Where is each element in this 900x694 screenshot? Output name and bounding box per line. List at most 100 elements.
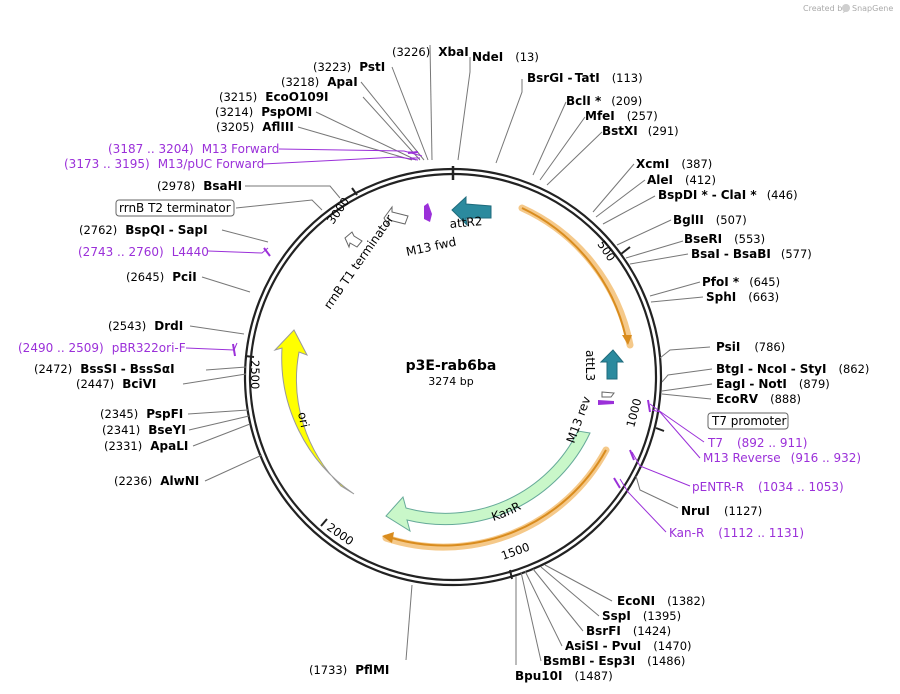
- rrnb-t2-terminator-box[interactable]: [115, 199, 235, 217]
- svg-text:BsrFI(1424): BsrFI (1424): [586, 624, 671, 638]
- bseyi-name[interactable]: BseYI: [148, 423, 186, 437]
- bcivi-pos: (2447): [76, 377, 114, 391]
- pflmi-name[interactable]: PflMI: [355, 663, 389, 677]
- tick-2500: 2500: [248, 360, 262, 389]
- orf-arc-upper: [521, 207, 627, 339]
- psii-name[interactable]: PsiI: [716, 340, 740, 354]
- xcmi-name[interactable]: XcmI: [636, 157, 669, 171]
- bsrgi-name[interactable]: BsrGI: [527, 71, 564, 85]
- svg-text:(2762)BspQI-SapI: (2762)BspQI-SapI: [79, 223, 208, 237]
- esp3i-name[interactable]: Esp3I: [598, 654, 635, 668]
- styi-name[interactable]: StyI: [800, 362, 827, 376]
- btgi-pos: (862): [838, 362, 869, 376]
- m13-rev-feature: [598, 400, 614, 405]
- bcli-pos: (209): [611, 94, 642, 108]
- ecoo109i-pos: (3215): [219, 90, 257, 104]
- bcivi-name[interactable]: BciVI: [122, 377, 156, 391]
- sspi-name[interactable]: SspI: [602, 609, 631, 623]
- pvui-name[interactable]: PvuI: [612, 639, 642, 653]
- apali-name[interactable]: ApaLI: [150, 439, 188, 453]
- attr2-feature: [451, 195, 492, 227]
- nrui-pos: (1127): [724, 504, 762, 518]
- bstxi-name[interactable]: BstXI: [602, 124, 638, 138]
- ecoo109i-name[interactable]: EcoO109I: [265, 90, 328, 104]
- tick-500: 500: [595, 238, 619, 264]
- bsabi-name[interactable]: BsaBI: [733, 247, 771, 261]
- sapi-name[interactable]: SapI: [178, 223, 208, 237]
- orf-highlight-lower: [382, 446, 610, 551]
- svg-text:BseRI(553): BseRI(553): [684, 232, 765, 246]
- bsai-pos: (577): [781, 247, 812, 261]
- nrui-name[interactable]: NruI: [681, 504, 710, 518]
- bsrfi-name[interactable]: BsrFI: [586, 624, 621, 638]
- alei-name[interactable]: AleI: [647, 173, 673, 187]
- svg-text:(1733)PflMI: (1733)PflMI: [309, 663, 389, 677]
- svg-text:(2543)DrdI: (2543)DrdI: [108, 319, 183, 333]
- kanr-primer-name[interactable]: Kan-R: [669, 526, 704, 540]
- bseri-name[interactable]: BseRI: [684, 232, 722, 246]
- bspdi-name[interactable]: BspDI *: [658, 188, 708, 202]
- ndei-name[interactable]: NdeI: [472, 50, 503, 64]
- bsmbi-name[interactable]: BsmBI: [543, 654, 585, 668]
- bpu10i-name[interactable]: Bpu10I: [515, 669, 562, 683]
- bsahi-name[interactable]: BsaHI: [203, 179, 242, 193]
- svg-text:(2236)AlwNI: (2236) AlwNI: [114, 474, 199, 488]
- svg-text:(2472)BssSI-BssSαI: (2472)BssSI-BssSαI: [34, 362, 175, 376]
- svg-text:BglII(507): BglII (507): [673, 213, 747, 227]
- ring-ticks: [244, 166, 665, 580]
- right-primer-leaders: [232, 151, 705, 533]
- alwni-name[interactable]: AlwNI: [160, 474, 199, 488]
- kanr-feature: [385, 430, 591, 533]
- psti-name[interactable]: PstI: [359, 60, 385, 74]
- alwni-pos: (2236): [114, 474, 152, 488]
- svg-text:(3173 .. 3195)M13/pUC Forward: (3173 .. 3195)M13/pUC Forward: [64, 157, 264, 171]
- t7-promoter-box[interactable]: [707, 412, 789, 430]
- eagi-name[interactable]: EagI: [716, 377, 745, 391]
- bcli-name[interactable]: BclI *: [566, 94, 602, 108]
- afliii-name[interactable]: AflIII: [262, 120, 294, 134]
- m13fwd-primer-name[interactable]: M13 Forward: [202, 142, 280, 156]
- pfoi-name[interactable]: PfoI *: [702, 275, 740, 289]
- m13rev-primer-name[interactable]: M13 Reverse: [703, 451, 781, 465]
- btgi-name[interactable]: BtgI: [716, 362, 744, 376]
- svg-text:M13 Reverse(916 .. 932): M13 Reverse(916 .. 932): [703, 451, 861, 465]
- m13puc-primer-name[interactable]: M13/pUC Forward: [158, 157, 265, 171]
- svg-text:MfeI(257): MfeI(257): [585, 109, 658, 123]
- drdi-name[interactable]: DrdI: [154, 319, 183, 333]
- sphi-name[interactable]: SphI: [706, 290, 736, 304]
- bglii-name[interactable]: BglII: [673, 213, 704, 227]
- apai-pos: (3218): [281, 75, 319, 89]
- mfei-name[interactable]: MfeI: [585, 109, 615, 123]
- l4440-primer-name[interactable]: L4440: [172, 245, 209, 259]
- ncoi-name[interactable]: NcoI: [757, 362, 787, 376]
- ecorv-name[interactable]: EcoRV: [716, 392, 759, 406]
- bssssai-name[interactable]: BssSαI: [130, 362, 175, 376]
- bsssi-name[interactable]: BssSI: [80, 362, 117, 376]
- pspomi-name[interactable]: PspOMI: [261, 105, 312, 119]
- tati-name[interactable]: TatI: [575, 71, 600, 85]
- bpu10i-pos: (1487): [574, 669, 612, 683]
- m13fwd-primer-range: (3187 .. 3204): [108, 142, 194, 156]
- econi-name[interactable]: EcoNI: [617, 594, 655, 608]
- pentr-primer-name[interactable]: pENTR-R: [692, 480, 744, 494]
- bsrgi-pos: (113): [612, 71, 643, 85]
- svg-text:(2743 .. 2760)L4440: (2743 .. 2760)L4440: [78, 245, 209, 259]
- bsrfi-pos: (1424): [633, 624, 671, 638]
- svg-text:Bpu10I(1487): Bpu10I (1487): [515, 669, 613, 683]
- plasmid-name: p3E-rab6ba: [406, 358, 497, 374]
- orf-arrowhead-upper: [622, 335, 632, 345]
- apai-name[interactable]: ApaI: [327, 75, 357, 89]
- bglii-pos: (507): [716, 213, 747, 227]
- pspfi-name[interactable]: PspFI: [146, 407, 183, 421]
- snapgene-logo-icon: [842, 4, 850, 12]
- asisi-name[interactable]: AsiSI: [565, 639, 599, 653]
- t7-primer-name[interactable]: T7: [707, 436, 723, 450]
- bspqi-name[interactable]: BspQI: [125, 223, 165, 237]
- xbai-name[interactable]: XbaI: [438, 45, 468, 59]
- clai-name[interactable]: ClaI *: [721, 188, 758, 202]
- pcii-name[interactable]: PciI: [172, 270, 197, 284]
- noti-name[interactable]: NotI: [758, 377, 787, 391]
- pbr322-primer-name[interactable]: pBR322ori-F: [112, 341, 186, 355]
- bsai-name[interactable]: BsaI: [691, 247, 720, 261]
